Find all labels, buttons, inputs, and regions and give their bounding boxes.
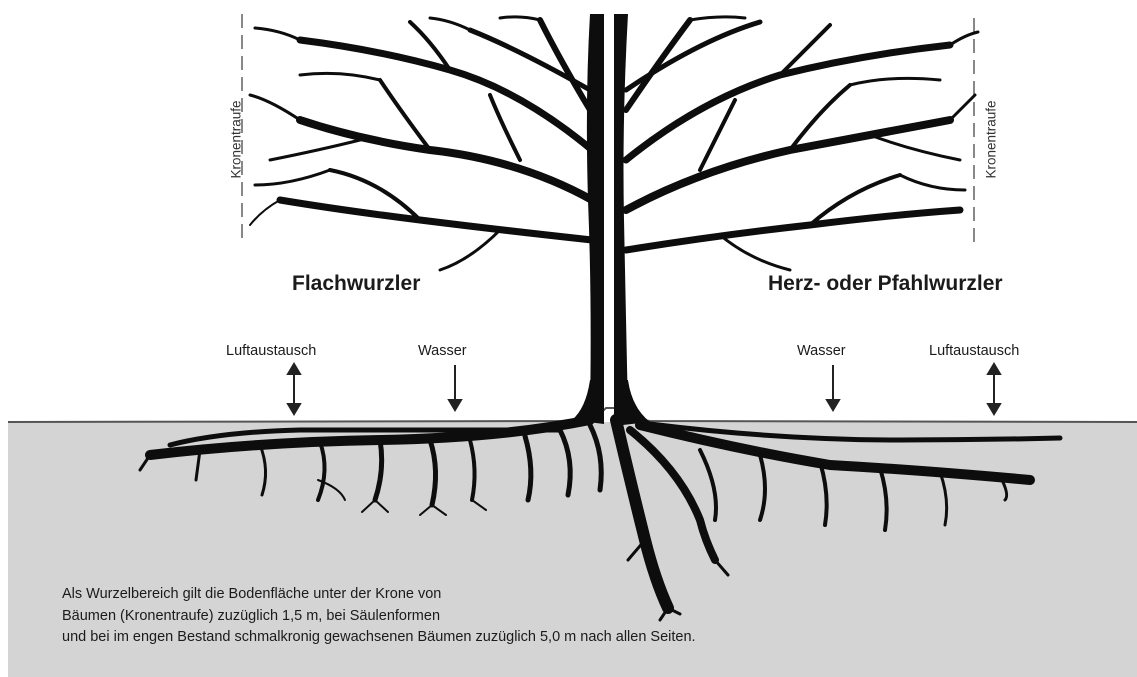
left-water-arrow <box>449 365 461 410</box>
right-water-arrow <box>827 365 839 410</box>
caption-line: und bei im engen Bestand schmalkronig ge… <box>62 627 696 649</box>
crown-edge-left-label: Kronentraufe <box>229 90 244 190</box>
crown-edge-right-label: Kronentraufe <box>984 90 999 190</box>
caption: Als Wurzelbereich gilt die Bodenfläche u… <box>62 584 696 649</box>
left-crown <box>250 17 592 270</box>
right-crown <box>626 17 978 270</box>
left-air-arrow <box>288 364 300 414</box>
right-tree-title: Herz- oder Pfahlwurzler <box>768 272 1003 296</box>
left-trunk <box>587 14 604 412</box>
caption-line: Bäumen (Kronentraufe) zuzüglich 1,5 m, b… <box>62 606 696 628</box>
right-air-arrow <box>988 364 1000 414</box>
arrows <box>288 364 1000 414</box>
left-water-label: Wasser <box>418 343 467 359</box>
left-tree-title: Flachwurzler <box>292 272 420 296</box>
caption-line: Als Wurzelbereich gilt die Bodenfläche u… <box>62 584 696 606</box>
right-water-label: Wasser <box>797 343 846 359</box>
right-air-label: Luftaustausch <box>929 343 1019 359</box>
left-air-label: Luftaustausch <box>226 343 316 359</box>
